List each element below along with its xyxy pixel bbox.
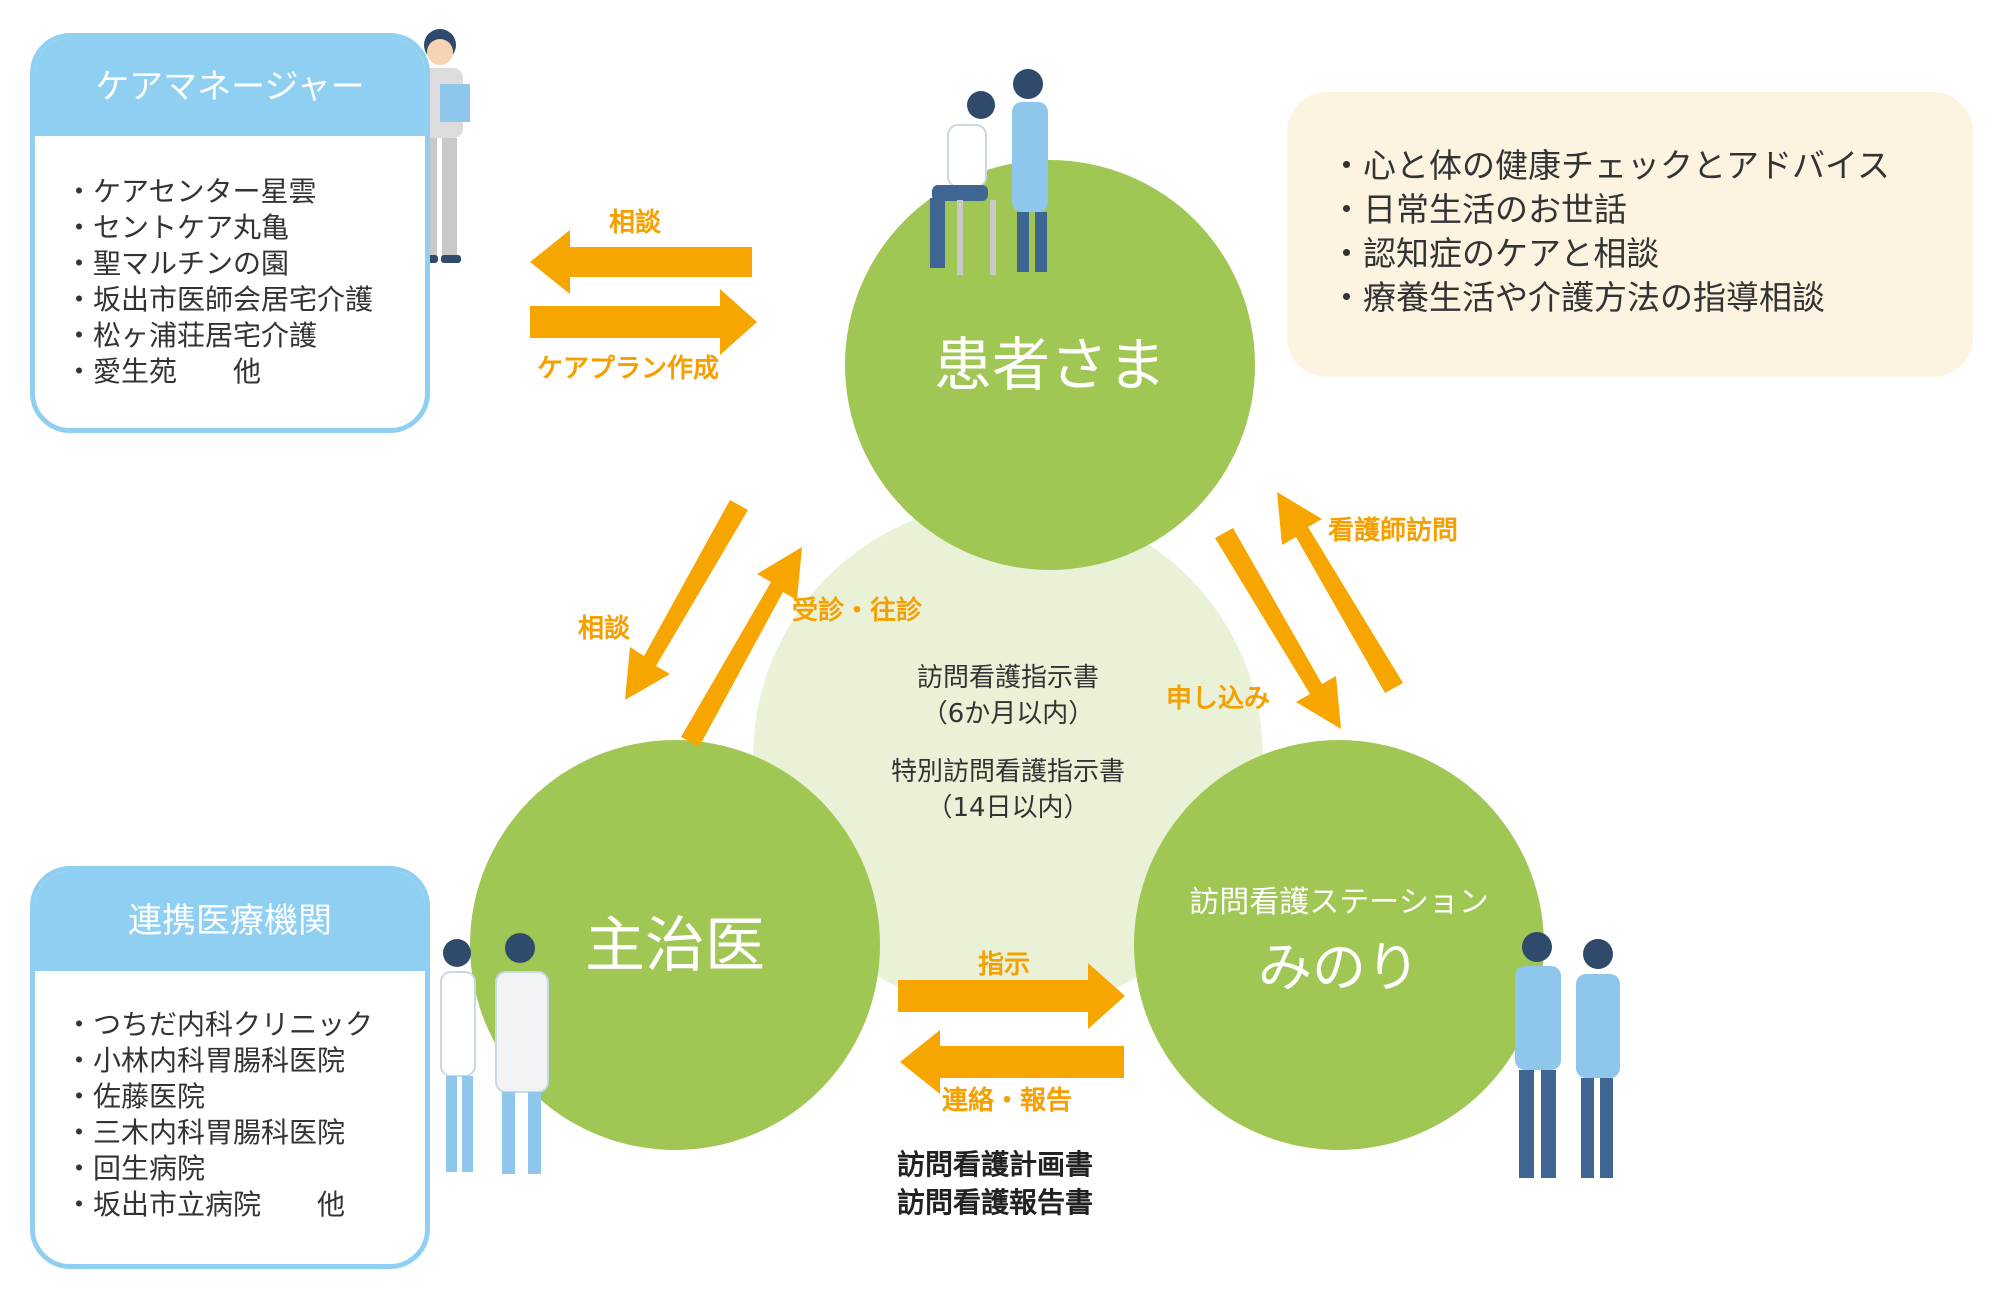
medical-institutions-box: 連携医療機関 つちだ内科クリニック 小林内科胃腸科医院 佐藤医院 三木内科胃腸科… [30,866,430,1269]
arrow-consult-to-doctor [625,500,748,700]
arrow-label-nurse-visit: 看護師訪問 [1328,516,1459,546]
services-box: 心と体の健康チェックとアドバイス 日常生活のお世話 認知症のケアと相談 療養生活… [1287,92,1973,377]
arrow-apply-to-station [1215,528,1341,729]
list-item: 回生病院 [65,1151,425,1187]
list-item: 認知症のケアと相談 [1330,232,1973,276]
list-item: 聖マルチンの園 [65,246,425,282]
list-item: 日常生活のお世話 [1330,188,1973,232]
list-item: つちだ内科クリニック [65,1007,425,1043]
list-item: 小林内科胃腸科医院 [65,1043,425,1079]
doc-line-2: （6か月以内） [921,699,1095,729]
medical-institutions-list: つちだ内科クリニック 小林内科胃腸科医院 佐藤医院 三木内科胃腸科医院 回生病院… [35,971,425,1223]
doc-line-3: 特別訪問看護指示書 [890,757,1125,787]
list-item: 坂出市医師会居宅介護 [65,282,425,318]
arrow-visit-to-patient [681,547,802,747]
doctor-label: 主治医 [585,911,765,981]
services-list: 心と体の健康チェックとアドバイス 日常生活のお世話 認知症のケアと相談 療養生活… [1330,144,1973,320]
list-item: 三木内科胃腸科医院 [65,1115,425,1151]
list-item: 坂出市立病院 他 [65,1187,425,1223]
arrow-instruct-to-station [898,963,1125,1029]
center-overlap-circle [753,502,1263,1012]
station-name: みのり [1258,936,1420,999]
list-item: 療養生活や介護方法の指導相談 [1330,276,1973,320]
patient-label: 患者さま [933,331,1166,399]
arrow-consult-to-care-manager [530,230,752,294]
arrow-report-to-doctor [900,1030,1124,1094]
arrow-label-consult: 相談 [609,208,662,238]
doc-line-4: （14日以内） [926,793,1090,823]
list-item: セントケア丸亀 [65,210,425,246]
doctor-node [470,740,880,1150]
arrow-nurse-visit-to-patient [1277,492,1403,693]
visiting-nurses-illustration [1515,932,1620,1178]
list-item: 心と体の健康チェックとアドバイス [1330,144,1973,188]
list-item: 佐藤医院 [65,1079,425,1115]
station-label: 訪問看護ステーション [1189,885,1489,920]
arrow-label-apply: 申し込み [1166,684,1271,714]
arrow-label-report: 連絡・報告 [942,1086,1073,1116]
arrow-label-visit: 受診・往診 [792,596,923,626]
medical-institutions-title: 連携医療機関 [35,871,425,971]
care-manager-title: ケアマネージャー [35,38,425,136]
doctor-and-nurse-illustration [440,933,549,1174]
list-item: 愛生苑 他 [65,354,425,390]
patient-with-caregiver-illustration [930,69,1048,275]
arrow-label-instruct: 指示 [978,950,1031,980]
care-manager-list: ケアセンター星雲 セントケア丸亀 聖マルチンの園 坂出市医師会居宅介護 松ヶ浦荘… [35,136,425,390]
report-line-2: 訪問看護報告書 [897,1186,1094,1219]
station-node [1134,740,1544,1150]
list-item: ケアセンター星雲 [65,174,425,210]
report-line-1: 訪問看護計画書 [897,1148,1094,1181]
arrow-care-plan-to-patient [530,289,757,355]
doc-line-1: 訪問看護指示書 [916,663,1099,693]
patient-node [845,160,1255,570]
care-manager-box: ケアマネージャー ケアセンター星雲 セントケア丸亀 聖マルチンの園 坂出市医師会… [30,33,430,433]
arrow-label-care-plan: ケアプラン作成 [537,354,720,384]
arrow-label-consult-doctor: 相談 [578,614,631,644]
list-item: 松ヶ浦荘居宅介護 [65,318,425,354]
